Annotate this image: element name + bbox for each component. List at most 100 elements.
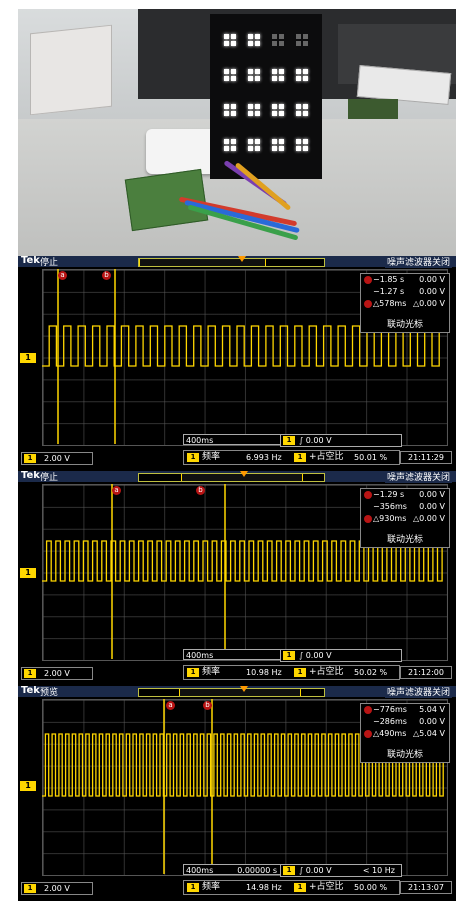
frequency-label: 频率 — [202, 452, 221, 462]
photo-led-panel — [210, 14, 322, 179]
frequency-label: 频率 — [202, 882, 221, 892]
cursor-b-icon[interactable]: b — [203, 701, 212, 710]
trigger-info[interactable]: 1∫ 0.00 V — [280, 434, 402, 447]
delta-icon — [364, 515, 372, 523]
cursor-b-icon[interactable]: b — [102, 271, 111, 280]
measurements[interactable]: 1 频率 6.993 Hz 1 +占空比 50.01 % — [183, 450, 400, 465]
cursor-a-icon[interactable]: a — [112, 486, 121, 495]
channel-1-marker[interactable]: 1 — [20, 568, 36, 578]
noise-filter-status: 噪声滤波器关闭 — [384, 686, 452, 698]
led-cluster — [272, 139, 284, 151]
measurements[interactable]: 1 频率 10.98 Hz 1 +占空比 50.02 % — [183, 665, 400, 680]
trigger-info[interactable]: 1∫ 0.00 V — [280, 649, 402, 662]
title-bar: Tek 停止 噪声滤波器关闭 — [18, 471, 456, 483]
clock: 21:11:29 — [400, 451, 452, 464]
title-bar: Tek 停止 噪声滤波器关闭 — [18, 256, 456, 268]
record-overview-bar — [138, 473, 325, 482]
led-cluster — [296, 139, 308, 151]
noise-filter-status: 噪声滤波器关闭 — [384, 256, 452, 268]
trigger-position-icon — [240, 686, 248, 692]
led-cluster — [248, 139, 260, 151]
led-cluster — [248, 104, 260, 116]
record-window — [179, 689, 301, 696]
brand-logo: Tek — [21, 471, 40, 481]
duty-label: +占空比 — [309, 882, 344, 892]
measurements[interactable]: 1 频率 14.98 Hz 1 +占空比 50.00 % — [183, 880, 400, 895]
photo-router — [146, 129, 216, 174]
led-cluster — [248, 69, 260, 81]
trigger-level: ∫ 0.00 V — [299, 866, 332, 875]
led-cluster — [272, 34, 284, 46]
channel-1-marker[interactable]: 1 — [20, 353, 36, 363]
duty-value: 50.00 % — [354, 883, 388, 892]
horizontal-scale[interactable]: 400ms — [183, 434, 281, 445]
delta-icon — [364, 300, 372, 308]
duty-value: 50.02 % — [354, 668, 388, 677]
led-cluster — [272, 69, 284, 81]
cursor-a-icon[interactable]: a — [166, 701, 175, 710]
photo-pcb — [348, 99, 398, 119]
acquisition-status: 停止 — [40, 258, 59, 268]
frequency-value: 10.98 Hz — [246, 668, 282, 677]
led-cluster — [224, 104, 236, 116]
acquisition-status: 预览 — [40, 688, 59, 698]
led-matrix-photo — [18, 9, 456, 256]
clock: 21:13:07 — [400, 881, 452, 894]
trigger-info[interactable]: 1∫ 0.00 V< 10 Hz — [280, 864, 402, 877]
record-window — [139, 259, 266, 266]
brand-logo: Tek — [21, 686, 40, 696]
linked-cursors-label[interactable]: 联动光标 — [386, 750, 423, 760]
duty-label: +占空比 — [309, 667, 344, 677]
cursor-readout-row: △930ms△0.00 V — [361, 513, 449, 525]
noise-filter-status: 噪声滤波器关闭 — [384, 471, 452, 483]
led-cluster — [224, 139, 236, 151]
linked-cursors-label[interactable]: 联动光标 — [386, 320, 423, 330]
photo-box — [30, 24, 112, 116]
trigger-position-icon — [238, 256, 246, 262]
channel-1-marker[interactable]: 1 — [20, 781, 36, 791]
record-overview-bar — [138, 688, 325, 697]
cursor-readout-row: △490ms△5.04 V — [361, 728, 449, 740]
frequency-label: 频率 — [202, 667, 221, 677]
cursor-a-icon — [364, 276, 372, 284]
led-cluster — [224, 34, 236, 46]
frequency-value: 6.993 Hz — [246, 453, 282, 462]
horizontal-scale[interactable]: 400ms — [183, 649, 281, 660]
duty-label: +占空比 — [309, 452, 344, 462]
trigger-position-icon — [240, 471, 248, 477]
graticule — [42, 269, 448, 446]
record-overview-bar — [138, 258, 325, 267]
led-cluster — [296, 69, 308, 81]
cursor-a-icon — [364, 491, 372, 499]
led-cluster — [272, 104, 284, 116]
cursor-b-icon[interactable]: b — [196, 486, 205, 495]
delta-icon — [364, 730, 372, 738]
frequency-value: 14.98 Hz — [246, 883, 282, 892]
led-cluster — [296, 104, 308, 116]
record-window — [181, 474, 303, 481]
title-bar: Tek 预览 噪声滤波器关闭 — [18, 686, 456, 698]
clock: 21:12:00 — [400, 666, 452, 679]
acquisition-status: 停止 — [40, 473, 59, 483]
cursor-a-icon[interactable]: a — [58, 271, 67, 280]
cursor-readout-row: △578ms△0.00 V — [361, 298, 449, 310]
linked-cursors-label[interactable]: 联动光标 — [386, 535, 423, 545]
trigger-level: ∫ 0.00 V — [299, 651, 332, 660]
duty-value: 50.01 % — [354, 453, 388, 462]
